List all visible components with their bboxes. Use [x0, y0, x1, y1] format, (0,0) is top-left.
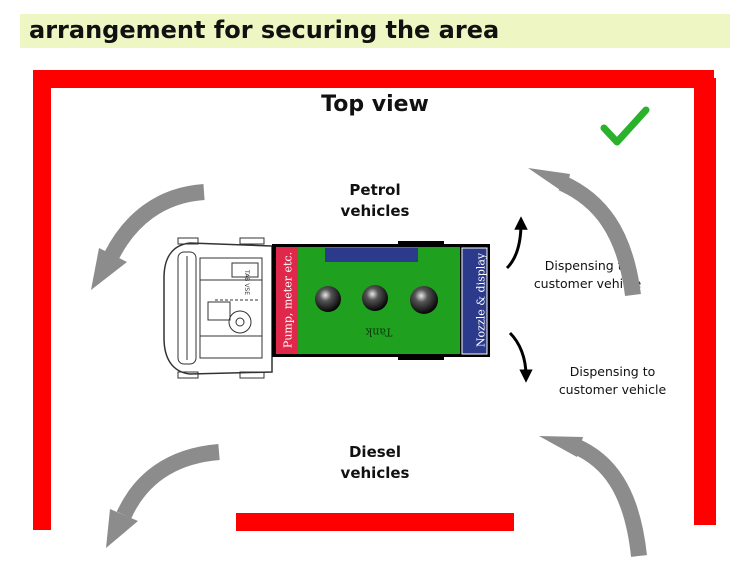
cab-text: TAB VSE [243, 269, 250, 295]
dispensing-arrow-up [505, 216, 528, 270]
sphere-3 [410, 286, 438, 314]
pump-compartment-label: Pump, meter etc. [281, 251, 295, 349]
curved-arrow-icon-bottom-right [539, 436, 647, 557]
dispensing-top-line2: customer vehicle [533, 276, 642, 291]
page-title: arrangement for securing the area [29, 16, 500, 44]
nozzle-compartment-label: Nozzle & display [474, 252, 488, 348]
body-rail-top [398, 241, 444, 246]
nozzle-compartment [461, 247, 488, 355]
petrol-label-line2: vehicles [340, 202, 410, 220]
petrol-label-line1: Petrol [349, 181, 401, 199]
dispensing-arrow-down [508, 331, 533, 383]
barrier-right [694, 78, 716, 525]
pump-compartment [276, 247, 298, 354]
barrier-left [33, 70, 51, 530]
dispensing-bottom-line2: customer vehicle [558, 382, 667, 397]
curved-arrow-icon-bottom-left [106, 444, 220, 548]
top-view-label: Top view [321, 92, 429, 117]
dispensing-label-top: Dispensing to customer vehicle [520, 257, 655, 293]
dispensing-label-bottom: Dispensing to customer vehicle [545, 363, 680, 399]
curved-arrow-icon-top-left [91, 184, 205, 290]
hose-reel-box [325, 248, 418, 262]
dispensing-bottom-line1: Dispensing to [569, 364, 656, 379]
petrol-vehicles-label: Petrol vehicles [320, 180, 430, 222]
title-bar: arrangement for securing the area [20, 14, 730, 48]
diesel-label-line2: vehicles [340, 464, 410, 482]
diesel-label-line1: Diesel [348, 443, 401, 461]
sphere-2 [362, 285, 388, 311]
curved-arrow-icon-top-right [528, 168, 641, 297]
truck-cab [163, 237, 273, 379]
dispensing-top-line1: Dispensing to [544, 258, 631, 273]
diesel-vehicles-label: Diesel vehicles [320, 442, 430, 484]
body-rail-bottom [398, 355, 444, 360]
barrier-bottom [236, 513, 514, 531]
sphere-1 [315, 286, 341, 312]
checkmark-icon [600, 106, 650, 146]
tank-label: Tank [365, 325, 393, 339]
barrier-top [33, 70, 714, 88]
